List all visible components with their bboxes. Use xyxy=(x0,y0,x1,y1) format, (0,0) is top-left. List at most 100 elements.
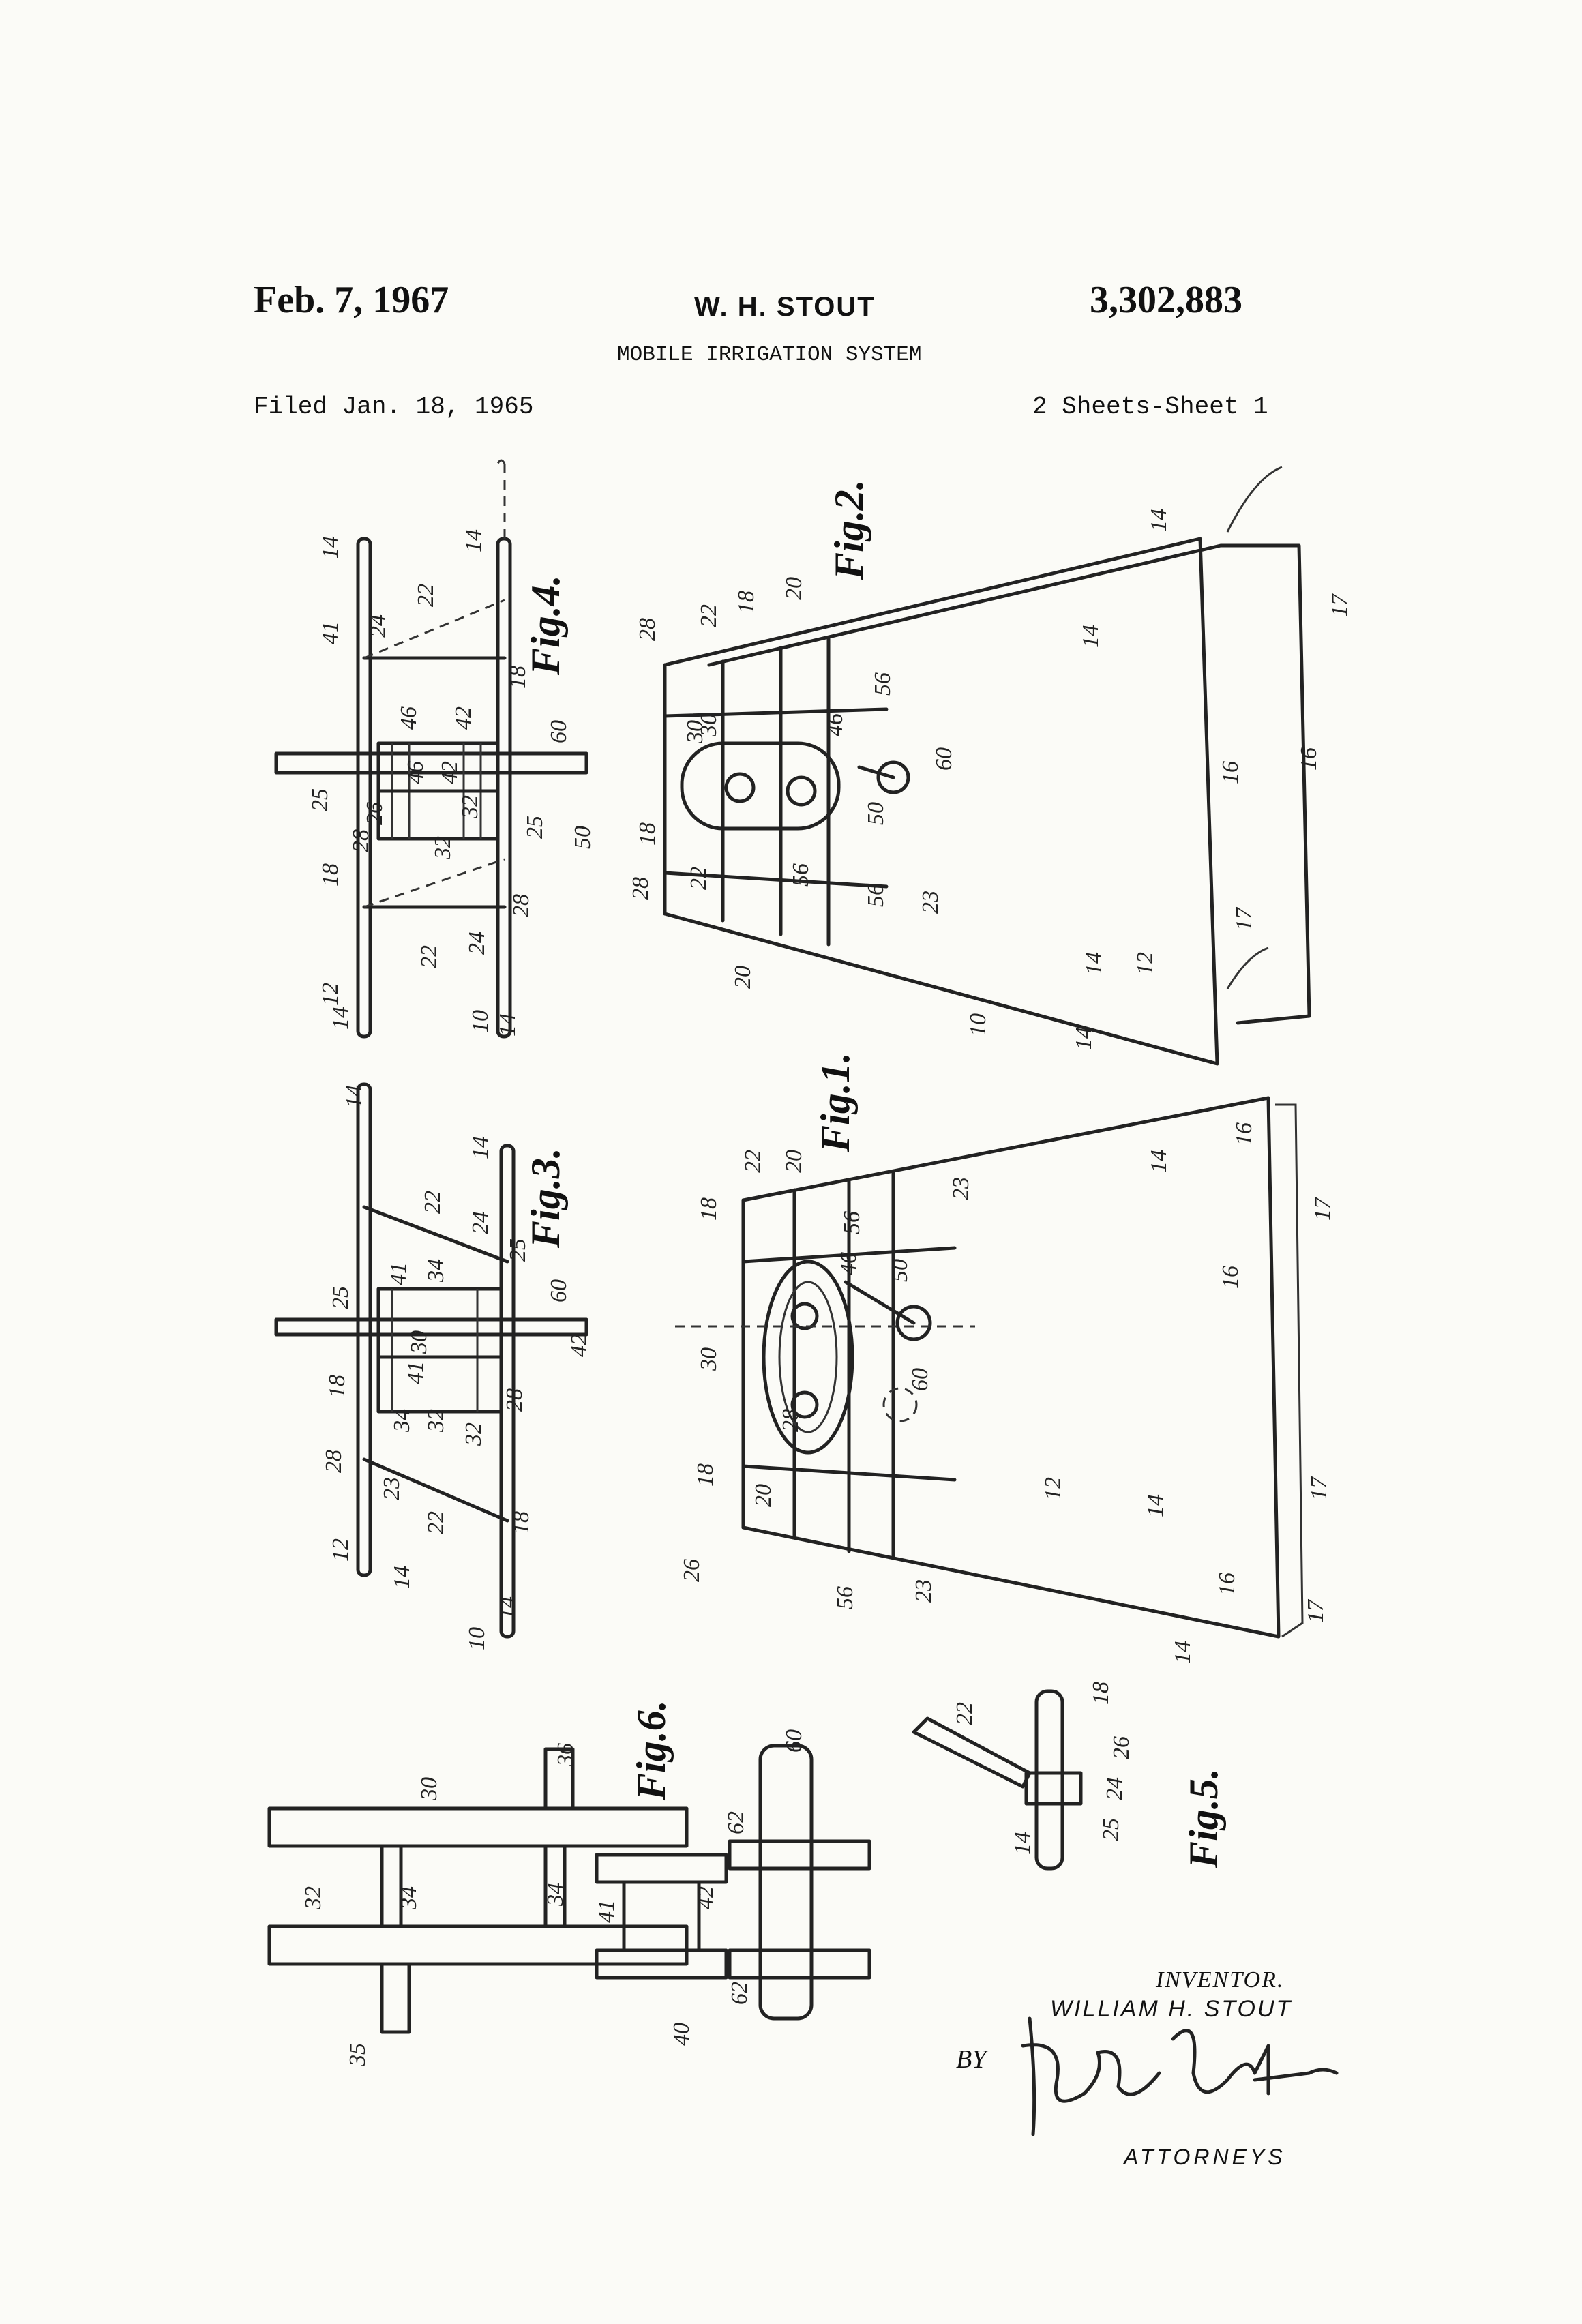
ref-numeral: 17 xyxy=(1303,1598,1328,1623)
ref-numeral: 25 xyxy=(308,788,333,811)
ref-numeral: 17 xyxy=(1310,1196,1335,1221)
filing-date: Filed Jan. 18, 1965 xyxy=(254,393,534,421)
ref-numeral: 41 xyxy=(318,621,343,644)
ref-numeral: 46 xyxy=(822,713,848,736)
ref-numeral: 41 xyxy=(594,1900,619,1923)
ref-numeral: 14 xyxy=(1010,1832,1035,1855)
ref-numeral: 16 xyxy=(1296,747,1322,771)
ref-numeral: 46 xyxy=(403,761,428,784)
ref-numeral: 28 xyxy=(628,877,653,900)
sheet-count: 2 Sheets-Sheet 1 xyxy=(1032,393,1268,421)
ref-numeral: 14 xyxy=(1170,1641,1195,1664)
ref-numeral: 32 xyxy=(423,1409,449,1433)
ref-numeral: 56 xyxy=(788,863,814,887)
ref-numeral: 60 xyxy=(546,720,571,743)
ref-numeral: 25 xyxy=(522,816,548,839)
ref-numeral: 28 xyxy=(778,1409,803,1432)
ref-numeral: 42 xyxy=(451,706,476,730)
ref-numeral: 16 xyxy=(1218,761,1243,784)
ref-numeral: 12 xyxy=(328,1538,353,1562)
ref-numeral: 24 xyxy=(468,1211,493,1234)
ref-numeral: 28 xyxy=(509,894,534,917)
ref-numeral: 12 xyxy=(1041,1477,1066,1500)
ref-numeral: 14 xyxy=(1081,952,1107,975)
ref-numeral: 18 xyxy=(734,591,759,614)
ref-numeral: 25 xyxy=(1099,1818,1124,1841)
ref-numeral: 23 xyxy=(918,891,943,914)
ref-numeral: 56 xyxy=(839,1211,865,1234)
ref-numeral: 26 xyxy=(679,1559,704,1582)
ref-numeral: 60 xyxy=(781,1729,807,1753)
fig5-drawing xyxy=(912,1689,1083,1871)
ref-numeral: 34 xyxy=(543,1883,568,1907)
ref-numeral: 12 xyxy=(1133,952,1158,975)
fig1-label: Fig.1. xyxy=(813,1052,858,1153)
inventor-name: WILLIAM H. STOUT xyxy=(1050,1996,1293,2022)
ref-numeral: 17 xyxy=(1232,906,1257,931)
ref-numeral: 25 xyxy=(505,1238,531,1262)
ref-numeral: 22 xyxy=(686,867,711,890)
ref-numeral: 18 xyxy=(505,666,531,689)
fig6-drawing xyxy=(267,1744,871,2034)
ref-numeral: 50 xyxy=(887,1259,912,1282)
ref-numeral: 14 xyxy=(318,536,343,559)
ref-numeral: 14 xyxy=(495,1013,520,1037)
fig4-label: Fig.4. xyxy=(523,575,568,676)
attorney-signature xyxy=(1021,2016,1339,2136)
reference-numerals: 14 14 41 24 22 18 46 42 42 46 60 25 25 2… xyxy=(301,509,1352,2067)
ref-numeral: 18 xyxy=(635,822,660,846)
ref-numeral: 23 xyxy=(949,1177,974,1200)
ref-numeral: 14 xyxy=(1143,1494,1168,1517)
ref-numeral: 24 xyxy=(1102,1777,1127,1800)
ref-numeral: 14 xyxy=(1146,1150,1171,1173)
fig6-label: Fig.6. xyxy=(629,1700,674,1801)
ref-numeral: 62 xyxy=(727,1982,752,2005)
ref-numeral: 14 xyxy=(342,1085,367,1108)
ref-numeral: 20 xyxy=(730,966,756,989)
ref-numeral: 23 xyxy=(379,1477,404,1500)
by-label: BY xyxy=(956,2045,987,2074)
ref-numeral: 34 xyxy=(389,1409,415,1433)
ref-numeral: 14 xyxy=(1071,1027,1096,1050)
fig3-drawing xyxy=(274,1082,588,1639)
ref-numeral: 34 xyxy=(423,1259,449,1283)
ref-numeral: 22 xyxy=(952,1702,977,1725)
ref-numeral: 14 xyxy=(328,1007,353,1030)
ref-numeral: 41 xyxy=(403,1361,428,1384)
ref-numeral: 60 xyxy=(908,1368,933,1391)
patent-title: MOBILE IRRIGATION SYSTEM xyxy=(617,343,922,367)
fig5-label: Fig.5. xyxy=(1181,1768,1226,1869)
ref-numeral: 20 xyxy=(751,1484,776,1507)
ref-numeral: 32 xyxy=(301,1886,326,1910)
ref-numeral: 50 xyxy=(570,826,595,849)
ref-numeral: 20 xyxy=(781,577,807,600)
ref-numeral: 14 xyxy=(468,1136,493,1159)
ref-numeral: 25 xyxy=(328,1286,353,1309)
ref-numeral: 35 xyxy=(345,2043,370,2067)
fig2-drawing xyxy=(663,466,1311,1066)
ref-numeral: 22 xyxy=(417,945,442,968)
ref-numeral: 62 xyxy=(723,1811,749,1834)
ref-numeral: 56 xyxy=(870,672,895,696)
ref-numeral: 32 xyxy=(430,836,456,860)
ref-numeral: 32 xyxy=(461,1422,486,1446)
attorneys-label: ATTORNEYS xyxy=(1124,2145,1286,2169)
ref-numeral: 50 xyxy=(863,802,889,825)
ref-numeral: 18 xyxy=(693,1463,718,1487)
ref-numeral: 32 xyxy=(458,795,483,819)
ref-numeral: 56 xyxy=(863,884,889,907)
ref-numeral: 46 xyxy=(836,1252,861,1275)
fig1-drawing xyxy=(675,1096,1304,1639)
ref-numeral: 56 xyxy=(833,1586,858,1609)
ref-numeral: 14 xyxy=(495,1596,520,1620)
ref-numeral: 16 xyxy=(1232,1122,1257,1146)
ref-numeral: 41 xyxy=(386,1262,411,1285)
ref-numeral: 30 xyxy=(683,720,708,744)
ref-numeral: 28 xyxy=(635,618,660,641)
ref-numeral: 14 xyxy=(461,529,486,552)
patent-number: 3,302,883 xyxy=(1090,279,1242,321)
ref-numeral: 18 xyxy=(509,1511,534,1534)
ref-numeral: 22 xyxy=(413,584,438,607)
ref-numeral: 12 xyxy=(318,983,343,1006)
